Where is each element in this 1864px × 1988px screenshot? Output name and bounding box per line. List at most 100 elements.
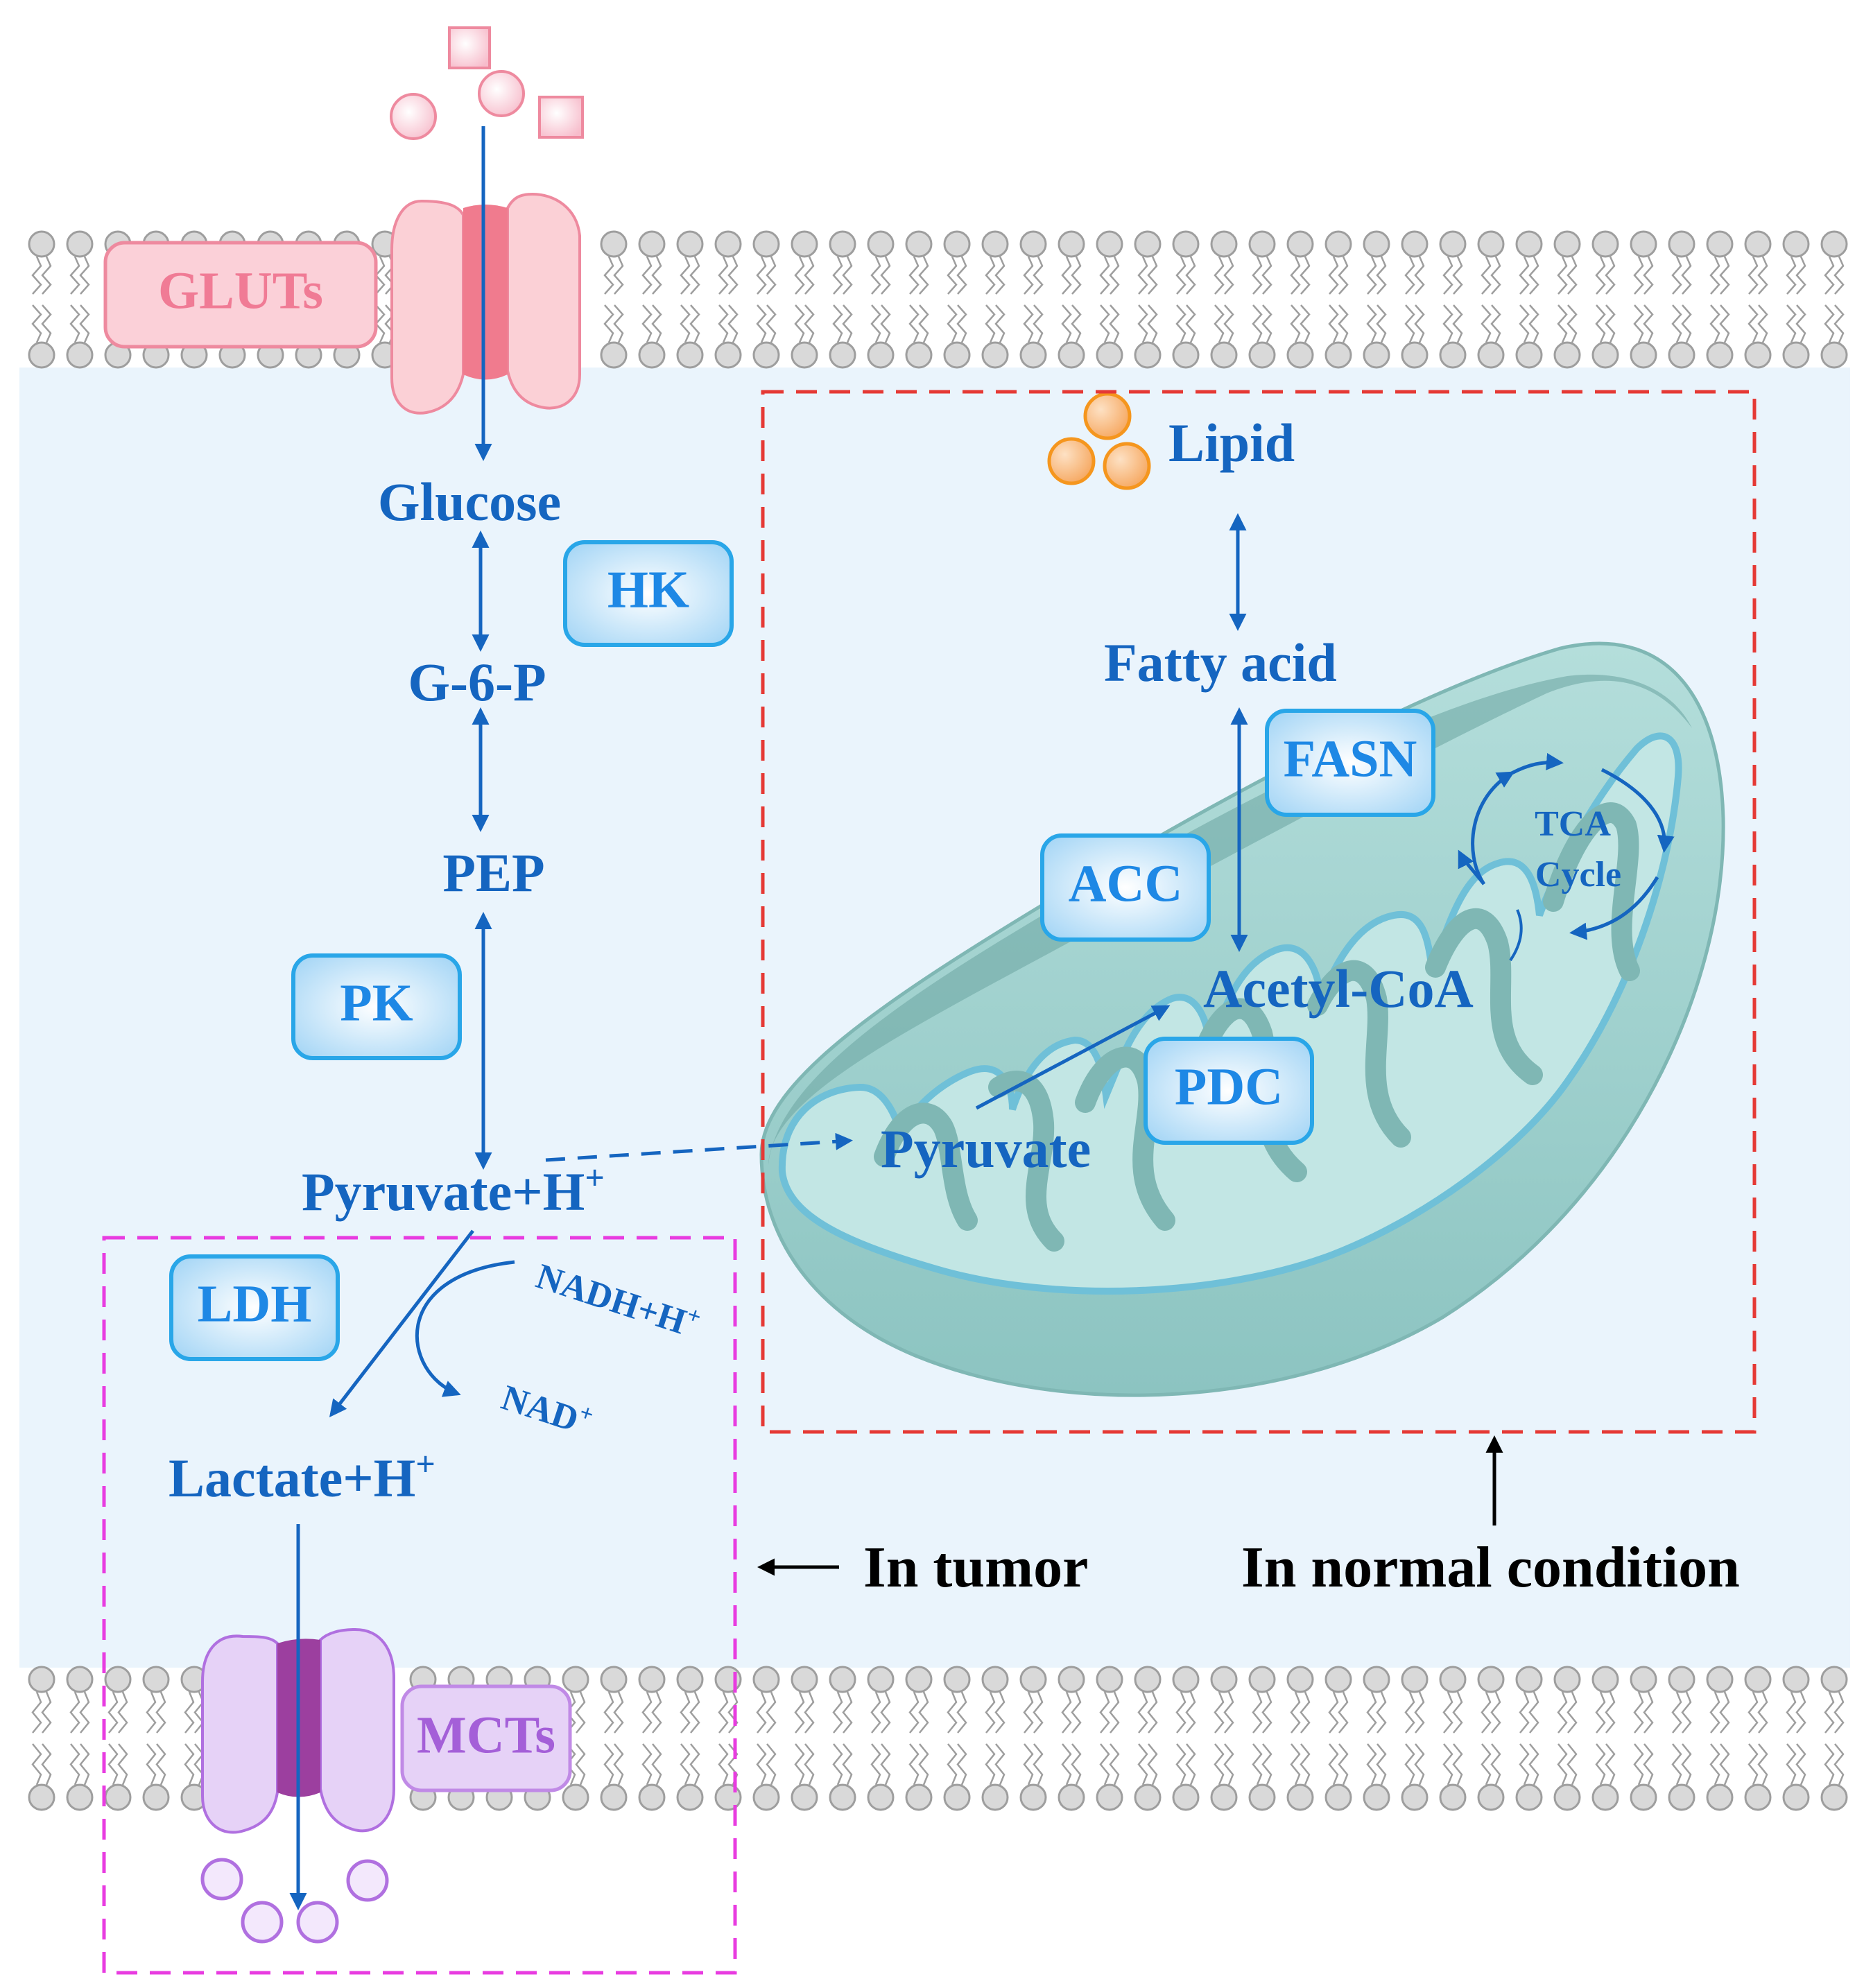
phospholipid-tail bbox=[1719, 1691, 1730, 1734]
phospholipid-tail bbox=[1557, 1691, 1568, 1734]
phospholipid-head bbox=[829, 230, 856, 258]
phospholipid-tail bbox=[870, 1743, 881, 1786]
phospholipid-tail bbox=[1452, 1691, 1463, 1734]
phospholipid-tail bbox=[1757, 1743, 1768, 1786]
phospholipid-head bbox=[1248, 1783, 1276, 1811]
phospholipid-tail bbox=[1643, 1743, 1654, 1786]
phospholipid-tail bbox=[651, 304, 662, 343]
phospholipid-head bbox=[1286, 1666, 1314, 1693]
phospholipid-tail bbox=[31, 1691, 42, 1734]
phospholipid-head bbox=[714, 341, 742, 369]
phospholipid-tail bbox=[718, 1743, 729, 1786]
phospholipid-tail bbox=[1681, 304, 1692, 343]
phospholipid-tail bbox=[1490, 256, 1501, 295]
phospholipid-tail bbox=[680, 1743, 691, 1786]
phospholipid-tail bbox=[1033, 1691, 1044, 1734]
phospholipid-tail bbox=[880, 304, 891, 343]
phospholipid-tail bbox=[1414, 1691, 1425, 1734]
phospholipid-head bbox=[943, 341, 971, 369]
phospholipid-head bbox=[905, 1783, 933, 1811]
phospholipid-tail bbox=[603, 1691, 614, 1734]
gluts-label-box: GLUTs bbox=[103, 241, 378, 349]
phospholipid-head bbox=[142, 1783, 170, 1811]
phospholipid-tail bbox=[1261, 304, 1272, 343]
phospholipid-head bbox=[1096, 230, 1123, 258]
pyruvate-h-text: Pyruvate+H bbox=[302, 1161, 585, 1222]
phospholipid-head bbox=[1706, 230, 1734, 258]
lipid-droplets bbox=[1047, 392, 1151, 490]
phospholipid-tail bbox=[804, 1691, 815, 1734]
lactate-h-text: Lactate+H bbox=[169, 1448, 415, 1508]
phospholipid-head bbox=[1668, 230, 1695, 258]
phospholipid-tail bbox=[870, 304, 881, 343]
phospholipid-tail bbox=[1328, 1743, 1339, 1786]
phospholipid-tail bbox=[1671, 1691, 1682, 1734]
phospholipid-tail bbox=[727, 304, 739, 343]
phospholipid-tail bbox=[947, 304, 958, 343]
phospholipid-tail bbox=[956, 1743, 967, 1786]
phospholipid-head bbox=[1553, 1666, 1581, 1693]
phospholipid-tail bbox=[1709, 1691, 1720, 1734]
phospholipid-tail bbox=[1338, 256, 1349, 295]
phospholipid-tail bbox=[1681, 1691, 1692, 1734]
phospholipid-tail bbox=[1071, 1743, 1082, 1786]
phospholipid-tail bbox=[41, 256, 52, 295]
phospholipid-tail bbox=[1442, 256, 1453, 295]
phospholipid-head bbox=[1019, 341, 1047, 369]
phospholipid-tail bbox=[31, 1743, 42, 1786]
phospholipid-tail bbox=[947, 256, 958, 295]
pyruvate-h-label: Pyruvate+H+ bbox=[302, 1158, 605, 1222]
phospholipid-tail bbox=[1795, 1743, 1806, 1786]
phospholipid-tail bbox=[641, 304, 653, 343]
phospholipid-tail bbox=[1061, 1743, 1072, 1786]
phospholipid-head bbox=[791, 1783, 818, 1811]
phospholipid-head bbox=[1439, 1666, 1467, 1693]
phospholipid-tail bbox=[1137, 304, 1148, 343]
phospholipid-tail bbox=[1338, 1743, 1349, 1786]
enzyme-acc: ACC bbox=[1040, 833, 1211, 942]
phospholipid-tail bbox=[1376, 1743, 1387, 1786]
phospholipid-tail bbox=[1404, 1691, 1415, 1734]
phospholipid-tail bbox=[727, 256, 739, 295]
lipid-label: Lipid bbox=[1168, 413, 1295, 473]
phospholipid-tail bbox=[1757, 256, 1768, 295]
phospholipid-head bbox=[1515, 1666, 1543, 1693]
phospholipid-tail bbox=[842, 304, 853, 343]
phospholipid-tail bbox=[1633, 1691, 1644, 1734]
phospholipid-tail bbox=[1071, 256, 1082, 295]
phospholipid-head bbox=[1744, 341, 1772, 369]
phospholipid-tail bbox=[689, 304, 700, 343]
phospholipid-tail bbox=[1404, 304, 1415, 343]
phospholipid-head bbox=[1553, 230, 1581, 258]
phospholipid-tail bbox=[1567, 1743, 1578, 1786]
mct-transporter bbox=[201, 1627, 395, 1834]
phospholipid-head bbox=[1477, 230, 1505, 258]
phospholipid-tail bbox=[146, 1691, 157, 1734]
phospholipid-tail bbox=[641, 256, 653, 295]
phospholipid-tail bbox=[756, 256, 767, 295]
tca-label-line2: Cycle bbox=[1535, 855, 1621, 894]
phospholipid-tail bbox=[1643, 256, 1654, 295]
phospholipid-head bbox=[1515, 341, 1543, 369]
phospholipid-tail bbox=[1376, 304, 1387, 343]
phospholipid-head bbox=[1134, 1783, 1162, 1811]
phospholipid-tail bbox=[1290, 1691, 1301, 1734]
phospholipid-head bbox=[1744, 1783, 1772, 1811]
phospholipid-tail bbox=[956, 304, 967, 343]
phospholipid-tail bbox=[1404, 256, 1415, 295]
phospholipid-tail bbox=[613, 256, 624, 295]
fasn-label: FASN bbox=[1284, 729, 1417, 788]
lipid-synthesis-arrows bbox=[975, 513, 1523, 1110]
phospholipid-tail bbox=[1214, 1691, 1225, 1734]
phospholipid-tail bbox=[756, 304, 767, 343]
phospholipid-tail bbox=[1833, 1691, 1845, 1734]
lactate-molecules bbox=[200, 1858, 389, 1944]
phospholipid-tail bbox=[1414, 1743, 1425, 1786]
phospholipid-tail bbox=[1261, 1691, 1272, 1734]
acc-label: ACC bbox=[1069, 854, 1183, 913]
phospholipid-tail bbox=[1481, 1691, 1492, 1734]
phospholipid-tail bbox=[1633, 256, 1644, 295]
phospholipid-tail bbox=[985, 304, 996, 343]
phospholipid-head bbox=[829, 341, 856, 369]
phospholipid-tail bbox=[1214, 1743, 1225, 1786]
